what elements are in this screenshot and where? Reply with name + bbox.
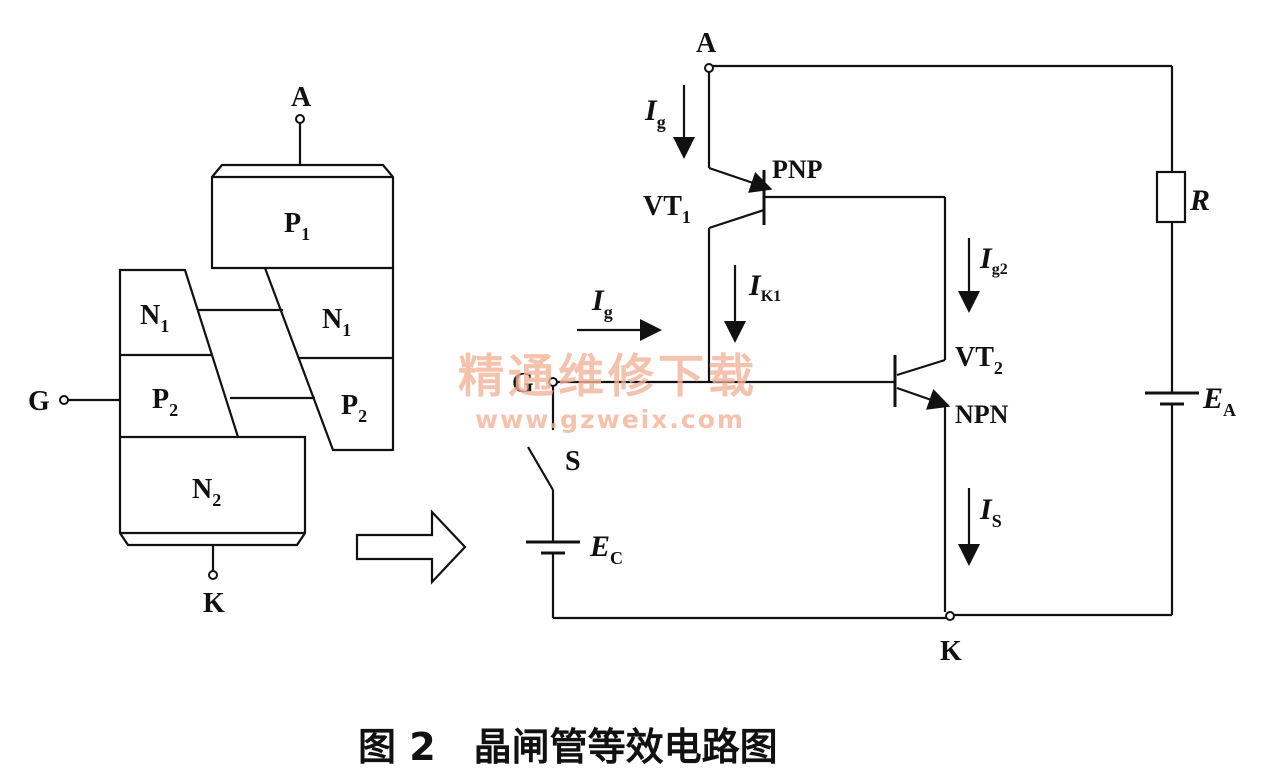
label-n1-left: N1 — [140, 300, 169, 336]
label-a: A — [291, 82, 312, 113]
label-ig-top: Ig — [644, 94, 666, 132]
transform-arrow-icon — [355, 509, 467, 585]
label-vt1: VT1 — [643, 191, 691, 227]
label-s: S — [565, 446, 581, 477]
p1-layer — [210, 163, 395, 270]
vt2-collector — [896, 358, 946, 377]
label-r: R — [1189, 184, 1210, 217]
vt1-collector — [708, 208, 765, 230]
label-pnp: PNP — [772, 155, 823, 184]
resistor-r — [1155, 170, 1187, 224]
label-g: G — [28, 386, 50, 417]
watermark-url: www.gzweix.com — [475, 405, 745, 434]
label-n1-right: N1 — [322, 304, 351, 340]
label-p2-right: P2 — [341, 390, 367, 426]
cathode-terminal — [208, 570, 218, 580]
node-a-label: A — [696, 28, 717, 59]
label-is: IS — [979, 493, 1002, 531]
figure-caption: 图 2 晶闸管等效电路图 — [358, 725, 778, 769]
node-k-label: K — [940, 636, 962, 667]
label-vt2: VT2 — [955, 342, 1003, 378]
label-npn: NPN — [955, 400, 1009, 429]
label-ec: EC — [589, 530, 623, 568]
node-g-label: G — [512, 368, 534, 399]
vt1-emitter — [708, 166, 773, 193]
layer-structure: A P1 N1 P2 N1 P2 N2 G K — [28, 82, 395, 619]
label-p1: P1 — [284, 208, 310, 244]
label-ig2: Ig2 — [979, 242, 1008, 278]
vt2-emitter — [896, 386, 951, 410]
node-a — [704, 63, 714, 73]
label-ik1: IK1 — [748, 269, 781, 305]
anode-terminal — [295, 114, 305, 124]
gate-terminal — [59, 395, 69, 405]
equivalent-circuit: A R EA PNP VT1 VT2 NPN G — [512, 28, 1236, 667]
switch-s — [527, 446, 554, 491]
label-ea: EA — [1202, 382, 1236, 420]
label-n2: N2 — [192, 474, 221, 510]
label-p2-left: P2 — [152, 384, 178, 420]
label-ig-left: Ig — [591, 284, 613, 322]
label-k: K — [203, 588, 225, 619]
watermark-cn: 精通维修下载 — [458, 349, 758, 403]
node-k — [945, 611, 955, 621]
